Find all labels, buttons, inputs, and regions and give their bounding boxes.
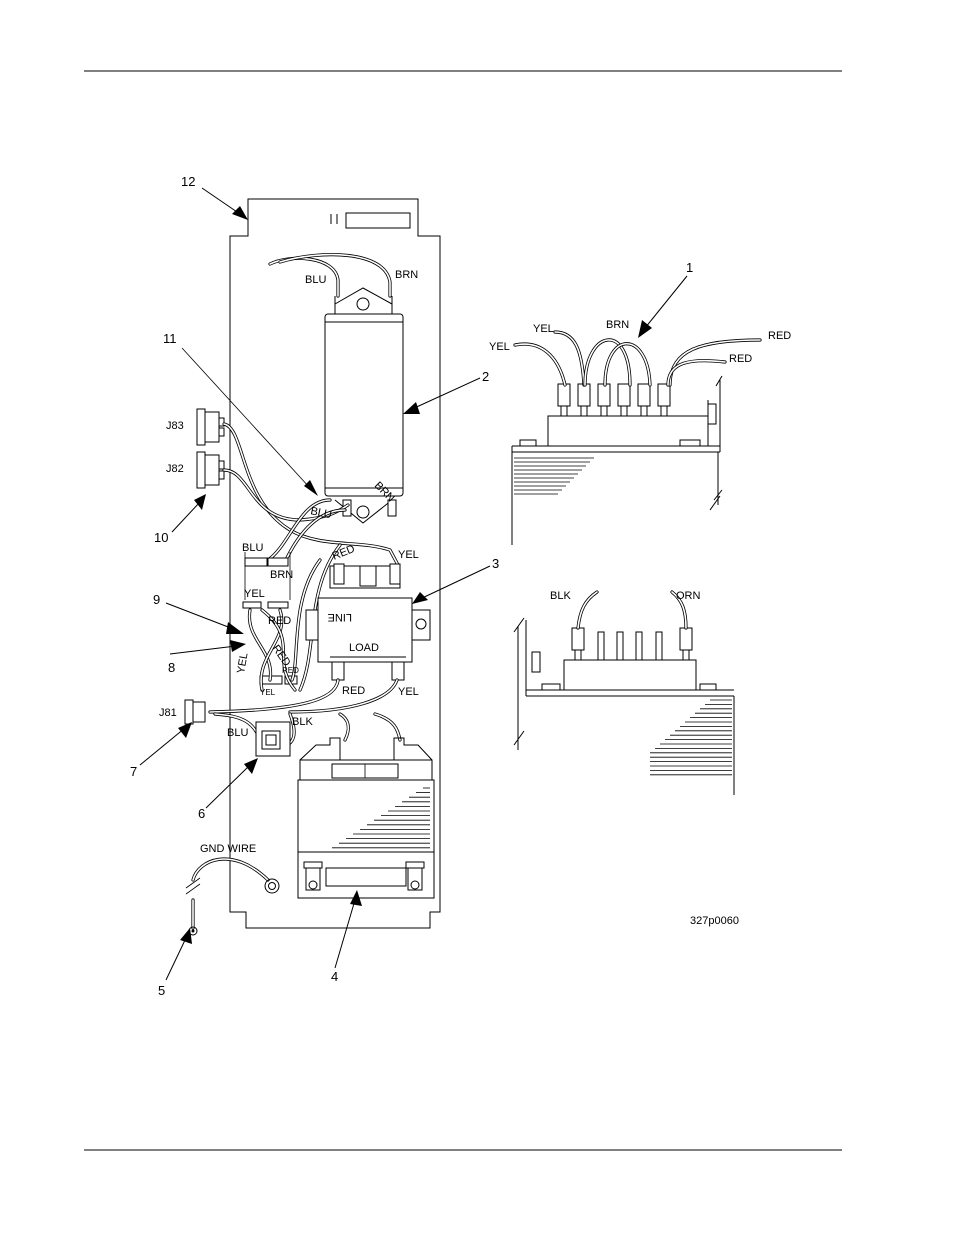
terminal-post	[574, 649, 582, 661]
terminal-post	[657, 383, 671, 407]
wire-label-blu: BLU	[305, 274, 326, 286]
callout-11: 11	[163, 331, 177, 346]
wire-labels: BLU BRN BRN BLU BLU BRN RED YEL YEL RED …	[227, 269, 791, 739]
wire-label-red: RED	[268, 615, 291, 627]
terminal-post	[655, 631, 663, 661]
callout-7: 7	[130, 764, 137, 779]
terminal-post	[682, 649, 690, 661]
detail-bottom	[513, 617, 735, 795]
label-load: LOAD	[349, 642, 379, 654]
wire-label-yel: YEL	[398, 549, 419, 561]
wire-label-blk: BLK	[550, 590, 571, 602]
terminal-post	[635, 631, 643, 661]
wire-label-red: RED	[282, 666, 299, 675]
callout-5: 5	[158, 983, 165, 998]
terminal-post	[557, 383, 571, 407]
wire-label-brn: BRN	[395, 269, 418, 281]
terminal-post	[620, 405, 628, 417]
label-line: LINE	[328, 611, 352, 623]
wire-label-yel: YEL	[235, 652, 250, 675]
connector-j83	[196, 408, 225, 446]
terminal-labels: LINE LOAD	[328, 611, 379, 654]
wire-label-yel: YEL	[489, 341, 510, 353]
callout-9: 9	[153, 592, 160, 607]
label-j81: J81	[159, 707, 177, 719]
terminal-post	[597, 631, 605, 661]
heatsink	[297, 737, 435, 899]
wire-label-red: RED	[768, 330, 791, 342]
connector-j81	[184, 699, 206, 725]
callout-6: 6	[198, 806, 205, 821]
connector-labels: J83 J82 J81	[159, 420, 184, 719]
callout-2: 2	[482, 369, 489, 384]
wire-label-brn: BRN	[606, 319, 629, 331]
wire-label-red: RED	[342, 685, 365, 697]
wire-label-red: RED	[270, 643, 293, 669]
callout-10: 10	[154, 530, 168, 545]
label-j82: J82	[166, 463, 184, 475]
terminal-post	[580, 405, 588, 417]
terminal-post	[577, 383, 591, 407]
terminal-post	[597, 383, 611, 407]
connector-j82	[196, 451, 225, 489]
terminal-post	[616, 631, 624, 661]
callout-3: 3	[492, 556, 499, 571]
line-filter	[324, 287, 404, 524]
terminal-post	[660, 405, 668, 417]
wire-label-blu: BLU	[309, 505, 332, 521]
terminal-post	[617, 383, 631, 407]
callout-labels: 1 2 3 4 5 6 7 8 9 10 11 12	[130, 174, 693, 998]
main-panel	[229, 198, 441, 929]
terminal-post	[637, 383, 651, 407]
wire-label-blu: BLU	[227, 727, 248, 739]
wire-label-yel: YEL	[260, 688, 276, 697]
detail-top	[511, 375, 723, 545]
terminal-post	[640, 405, 648, 417]
contactor	[305, 563, 431, 681]
label-gnd-wire: GND WIRE	[200, 843, 256, 855]
callout-1: 1	[686, 260, 693, 275]
wire-label-red: RED	[729, 353, 752, 365]
callout-4: 4	[331, 969, 338, 984]
wire-label-blk: BLK	[292, 716, 313, 728]
wire-label-orn: ORN	[676, 590, 701, 602]
label-j83: J83	[166, 420, 184, 432]
terminal-bracket	[255, 721, 291, 757]
figure-id: 327p0060	[690, 915, 739, 927]
wire-label-brn: BRN	[270, 569, 293, 581]
leaders	[139, 187, 688, 981]
terminal-post	[679, 627, 693, 651]
wire-label-yel: YEL	[398, 686, 419, 698]
terminal-post	[600, 405, 608, 417]
wire-label-blu: BLU	[242, 542, 263, 554]
terminal-post	[571, 627, 585, 651]
ground-wire	[185, 857, 280, 936]
callout-8: 8	[168, 660, 175, 675]
wire-label-yel: YEL	[244, 588, 265, 600]
terminal-post	[560, 405, 568, 417]
wire-label-red: RED	[331, 543, 357, 563]
callout-12: 12	[181, 174, 195, 189]
wire-label-yel: YEL	[533, 323, 554, 335]
